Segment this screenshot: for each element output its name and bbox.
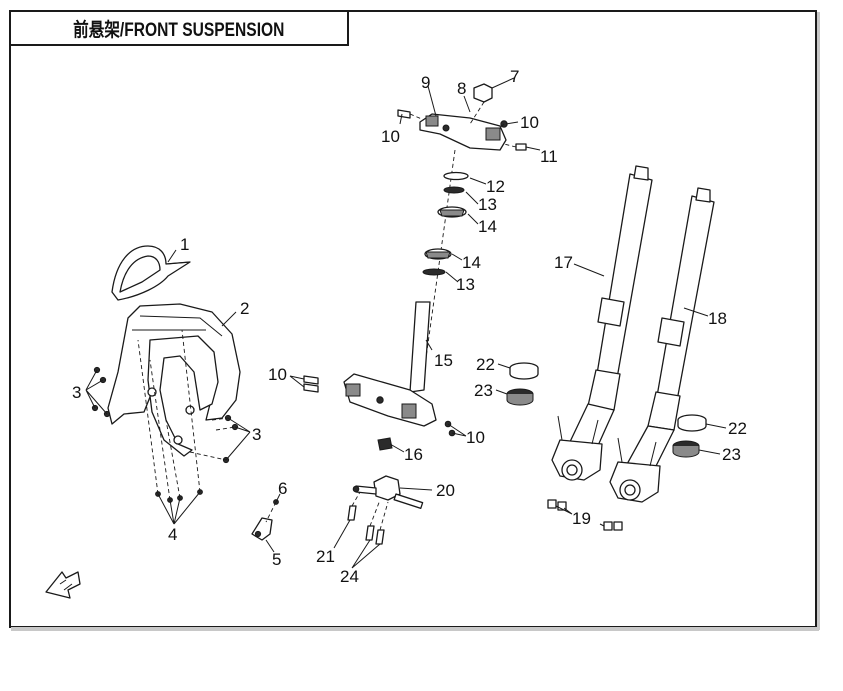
fork-seals-left bbox=[495, 362, 539, 406]
callout-16: 16 bbox=[404, 445, 423, 464]
callout-1: 1 bbox=[180, 235, 189, 254]
callout-22-right: 22 bbox=[728, 419, 747, 438]
callout-17: 17 bbox=[554, 253, 573, 272]
leader-18 bbox=[683, 307, 709, 317]
callout-7: 7 bbox=[510, 67, 519, 86]
clamp-bolts bbox=[397, 109, 527, 151]
callout-22-left: 22 bbox=[476, 355, 495, 374]
callout-3-right: 3 bbox=[252, 425, 261, 444]
callout-13-upper: 13 bbox=[478, 195, 497, 214]
callout-14-lower: 14 bbox=[462, 253, 481, 272]
callout-8: 8 bbox=[457, 79, 466, 98]
callout-19: 19 bbox=[572, 509, 591, 528]
callout-24: 24 bbox=[340, 567, 359, 586]
steering-damper-part bbox=[352, 475, 433, 510]
callout-2: 2 bbox=[240, 299, 249, 318]
callout-21: 21 bbox=[316, 547, 335, 566]
front-fairing-part bbox=[107, 303, 241, 457]
upper-triple-clamp-part bbox=[419, 113, 507, 151]
title-box: 前悬架/FRONT SUSPENSION bbox=[9, 10, 349, 46]
frame-shadow-right bbox=[817, 12, 820, 630]
callout-11: 11 bbox=[540, 147, 558, 166]
callout-14-upper: 14 bbox=[478, 217, 497, 236]
bracket-part bbox=[251, 493, 281, 553]
fork-axle-bolts bbox=[547, 499, 623, 531]
left-fork-leg-part bbox=[551, 165, 653, 481]
fairing-screws-left bbox=[85, 366, 111, 418]
callout-20: 20 bbox=[436, 481, 455, 500]
fairing-screws-right bbox=[189, 414, 251, 464]
callout-10-upper-left: 10 bbox=[381, 127, 400, 146]
callout-10-lower-right: 10 bbox=[466, 428, 485, 447]
steering-stem-nut-part bbox=[469, 83, 493, 125]
leader-7 bbox=[491, 77, 515, 89]
leader-2 bbox=[221, 311, 237, 327]
lower-triple-clamp-part bbox=[343, 301, 437, 427]
lock-nut-part bbox=[377, 437, 405, 453]
lower-clamp-bolts bbox=[289, 375, 467, 437]
leader-17 bbox=[573, 263, 605, 277]
leader-10a bbox=[399, 113, 403, 125]
callout-10-lower-left: 10 bbox=[268, 365, 287, 384]
fork-seals-right bbox=[672, 414, 727, 458]
callout-13-lower: 13 bbox=[456, 275, 475, 294]
leader-8 bbox=[463, 95, 471, 113]
callout-3-left: 3 bbox=[72, 383, 81, 402]
frame-shadow-bottom bbox=[11, 627, 819, 631]
callout-10-upper-right: 10 bbox=[520, 113, 539, 132]
front-arrow-icon bbox=[45, 571, 81, 599]
leader-10b bbox=[505, 121, 519, 125]
callout-12: 12 bbox=[486, 177, 505, 196]
leader-9 bbox=[427, 85, 437, 117]
leader-1 bbox=[167, 249, 177, 263]
callout-23-left: 23 bbox=[474, 381, 493, 400]
callout-15: 15 bbox=[434, 351, 453, 370]
callout-23-right: 23 bbox=[722, 445, 741, 464]
headlight-visor-part bbox=[111, 245, 191, 301]
fairing-bolts-bottom bbox=[137, 329, 203, 525]
callout-6: 6 bbox=[278, 479, 287, 498]
callout-9: 9 bbox=[421, 73, 430, 92]
page-title: 前悬架/FRONT SUSPENSION bbox=[73, 19, 285, 41]
right-fork-leg-part bbox=[609, 187, 715, 503]
callout-18: 18 bbox=[708, 309, 727, 328]
callout-4: 4 bbox=[168, 525, 177, 544]
damper-bolts bbox=[333, 491, 389, 569]
leader-11 bbox=[525, 146, 541, 151]
steering-bearings bbox=[422, 149, 487, 373]
callout-5: 5 bbox=[272, 550, 281, 569]
